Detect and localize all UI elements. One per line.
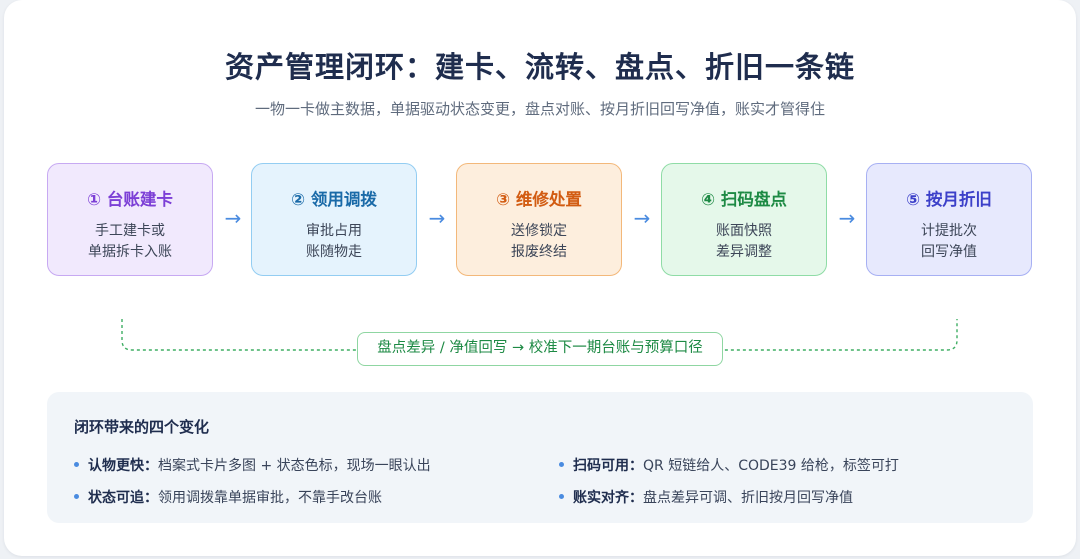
step-card-3: ③ 维修处置 送修锁定 报废终结 xyxy=(456,163,622,276)
step-card-1: ① 台账建卡 手工建卡或 单据拆卡入账 xyxy=(47,163,213,276)
arrow-right-icon: → xyxy=(633,206,651,230)
bullet-dot-icon xyxy=(74,461,79,467)
page-title: 资产管理闭环：建卡、流转、盘点、折旧一条链 xyxy=(224,50,855,84)
benefit-item: 扫码可用：QR 短链给人、CODE39 给枪，标签可打 xyxy=(559,455,899,475)
feedback-loop-label: 盘点差异 / 净值回写 → 校准下一期台账与预算口径 xyxy=(357,332,723,366)
step-desc-line: 手工建卡或 xyxy=(95,223,165,239)
step-desc-line: 单据拆卡入账 xyxy=(88,244,172,260)
benefit-term: 认物更快： xyxy=(88,458,158,474)
step-title: ① 台账建卡 xyxy=(87,190,173,209)
page-subtitle: 一物一卡做主数据，单据驱动状态变更，盘点对账、按月折旧回写净值，账实才管得住 xyxy=(254,100,825,118)
benefit-text: 领用调拨靠单据审批，不靠手改台账 xyxy=(158,490,382,506)
step-desc-line: 差异调整 xyxy=(716,244,772,260)
bullet-dot-icon xyxy=(74,493,79,499)
arrow-right-icon: → xyxy=(224,206,242,230)
step-desc-line: 回写净值 xyxy=(921,244,977,260)
benefits-title: 闭环带来的四个变化 xyxy=(74,418,210,436)
benefit-text: 档案式卡片多图 + 状态色标，现场一眼认出 xyxy=(158,458,431,474)
benefits-panel: 闭环带来的四个变化 认物更快：档案式卡片多图 + 状态色标，现场一眼认出 状态可… xyxy=(47,392,1033,523)
step-desc-line: 账面快照 xyxy=(716,223,772,239)
step-desc-line: 报废终结 xyxy=(511,244,567,260)
benefit-term: 状态可追： xyxy=(88,490,158,506)
bullet-dot-icon xyxy=(559,493,564,499)
step-title: ② 领用调拨 xyxy=(291,190,377,209)
step-title: ⑤ 按月折旧 xyxy=(906,190,992,209)
arrow-right-icon: → xyxy=(428,206,446,230)
benefit-item: 状态可追：领用调拨靠单据审批，不靠手改台账 xyxy=(74,487,382,507)
step-title: ③ 维修处置 xyxy=(496,190,582,209)
step-title: ④ 扫码盘点 xyxy=(701,190,787,209)
benefit-item: 认物更快：档案式卡片多图 + 状态色标，现场一眼认出 xyxy=(74,455,431,475)
bullet-dot-icon xyxy=(559,461,564,467)
benefit-text: 盘点差异可调、折旧按月回写净值 xyxy=(643,490,853,506)
benefit-term: 账实对齐： xyxy=(573,490,643,506)
step-card-5: ⑤ 按月折旧 计提批次 回写净值 xyxy=(866,163,1032,276)
step-card-4: ④ 扫码盘点 账面快照 差异调整 xyxy=(661,163,827,276)
benefit-item: 账实对齐：盘点差异可调、折旧按月回写净值 xyxy=(559,487,853,507)
step-desc-line: 审批占用 xyxy=(306,223,362,239)
step-desc-line: 计提批次 xyxy=(921,223,977,239)
step-card-2: ② 领用调拨 审批占用 账随物走 xyxy=(251,163,417,276)
arrow-right-icon: → xyxy=(838,206,856,230)
benefit-term: 扫码可用： xyxy=(573,458,643,474)
benefit-text: QR 短链给人、CODE39 给枪，标签可打 xyxy=(643,458,899,474)
step-desc-line: 送修锁定 xyxy=(511,223,567,239)
step-desc-line: 账随物走 xyxy=(306,244,362,260)
